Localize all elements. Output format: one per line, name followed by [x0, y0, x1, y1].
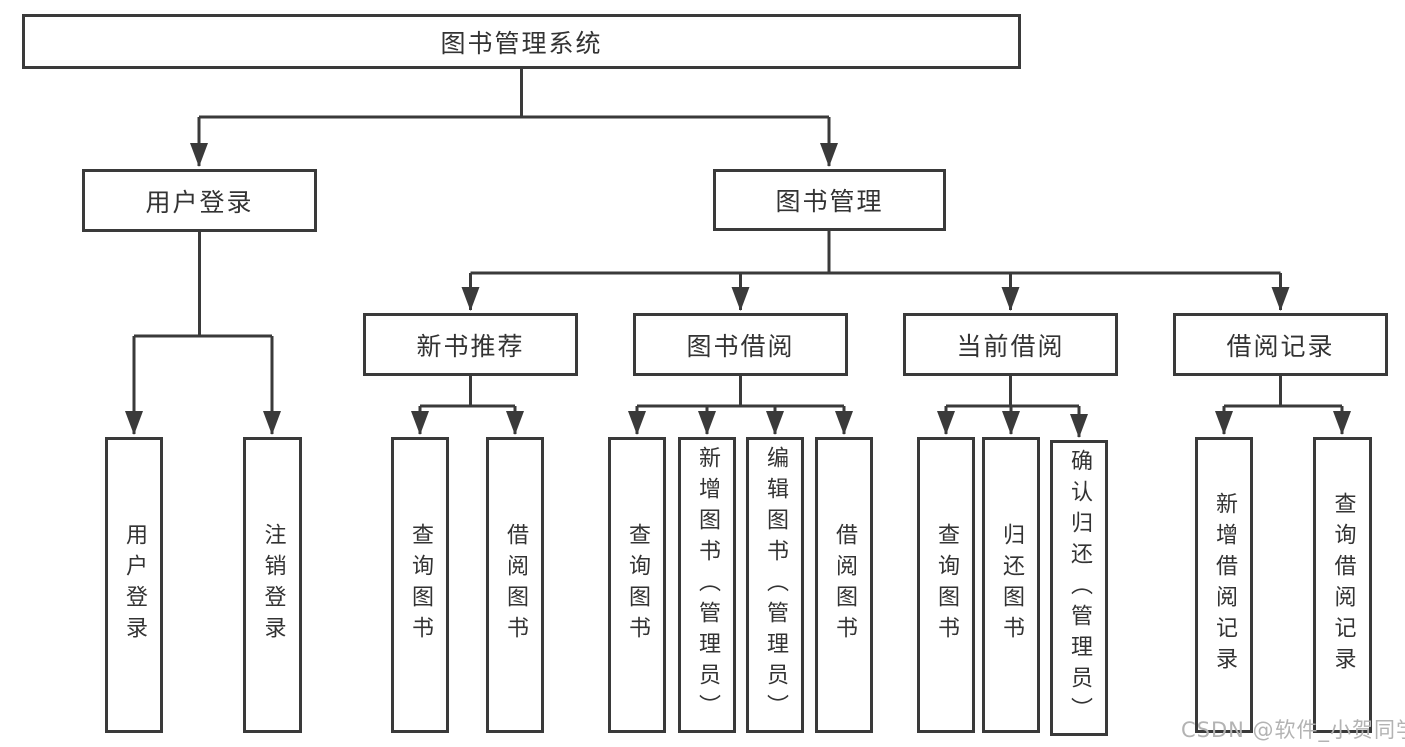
leaf-borrowing-add-books-admin: 新增图书（管理员） [678, 437, 736, 733]
node-book-management: 图书管理 [713, 169, 946, 231]
leaf-label: 查询图书 [625, 523, 650, 647]
leaf-borrowing-edit-books-admin: 编辑图书（管理员） [746, 437, 804, 733]
node-borrowing-records: 借阅记录 [1173, 313, 1388, 376]
leaf-current-return-books: 归还图书 [982, 437, 1040, 733]
node-current-borrowing: 当前借阅 [903, 313, 1118, 376]
node-root: 图书管理系统 [22, 14, 1021, 69]
leaf-label: 查询图书 [934, 523, 959, 647]
leaf-recommend-borrow-books: 借阅图书 [486, 437, 544, 733]
leaf-current-confirm-return-admin: 确认归还（管理员） [1050, 440, 1108, 736]
leaf-label: 归还图书 [999, 523, 1024, 647]
connector-trunks [134, 69, 1342, 408]
node-new-book-recommendation: 新书推荐 [363, 313, 578, 376]
leaf-user-login: 用户登录 [105, 437, 163, 733]
leaf-borrowing-borrow-books: 借阅图书 [815, 437, 873, 733]
leaf-label: 查询图书 [408, 523, 433, 647]
leaf-label: 借阅图书 [832, 523, 857, 647]
leaf-label: 确认归还（管理员） [1067, 448, 1092, 728]
leaf-current-query-books: 查询图书 [917, 437, 975, 733]
csdn-watermark: CSDN @软件_小贺同学 [1181, 718, 1405, 742]
leaf-label: 查询借阅记录 [1330, 492, 1356, 678]
leaf-label: 用户登录 [122, 523, 147, 647]
leaf-logout: 注销登录 [243, 437, 302, 733]
leaf-label: 编辑图书（管理员） [763, 445, 788, 725]
node-book-borrowing: 图书借阅 [633, 313, 848, 376]
leaf-recommend-query-books: 查询图书 [391, 437, 449, 733]
node-user-login: 用户登录 [82, 169, 317, 232]
leaf-label: 借阅图书 [503, 523, 528, 647]
leaf-label: 新增借阅记录 [1212, 492, 1237, 678]
leaf-label: 注销登录 [260, 523, 286, 647]
leaf-borrowing-query-books: 查询图书 [608, 437, 666, 733]
leaf-label: 新增图书（管理员） [695, 445, 720, 725]
leaf-records-add-record: 新增借阅记录 [1195, 437, 1253, 733]
leaf-records-query-record: 查询借阅记录 [1313, 437, 1372, 733]
